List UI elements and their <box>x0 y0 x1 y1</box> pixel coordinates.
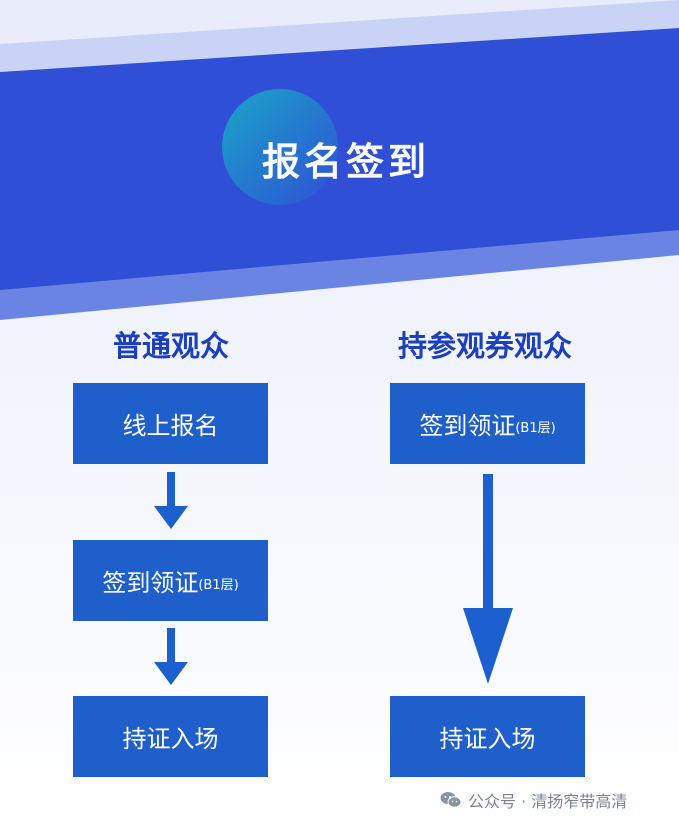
step-enter-with-badge: 持证入场 <box>73 696 268 777</box>
step-label: 持证入场 <box>122 725 219 753</box>
title-decor-circle <box>222 89 338 205</box>
arrow-down-icon <box>154 472 188 529</box>
arrow-down-icon <box>154 628 188 685</box>
step-enter-with-badge: 持证入场 <box>390 696 585 777</box>
page-title: 报名签到 <box>262 140 431 184</box>
wechat-icon <box>440 792 462 808</box>
step-label: 持证入场 <box>439 725 536 753</box>
watermark-text: 公众号 · 清扬窄带高清 <box>468 792 628 811</box>
step-location-note: (B1层) <box>198 578 239 593</box>
column-heading-general: 普通观众 <box>112 329 229 363</box>
step-label: 签到领证 <box>419 412 516 440</box>
arrow-down-long-icon <box>463 474 513 684</box>
step-online-registration: 线上报名 <box>73 383 268 464</box>
step-location-note: (B1层) <box>515 421 556 436</box>
step-checkin-badge: 签到领证(B1层) <box>73 540 268 621</box>
step-label: 线上报名 <box>122 412 219 440</box>
header-banner <box>0 28 679 290</box>
step-label: 签到领证 <box>102 569 199 597</box>
column-heading-ticket-holders: 持参观券观众 <box>397 329 572 363</box>
step-checkin-badge: 签到领证(B1层) <box>390 383 585 464</box>
watermark: 公众号 · 清扬窄带高清 <box>440 786 627 814</box>
top-light-band <box>0 0 679 72</box>
